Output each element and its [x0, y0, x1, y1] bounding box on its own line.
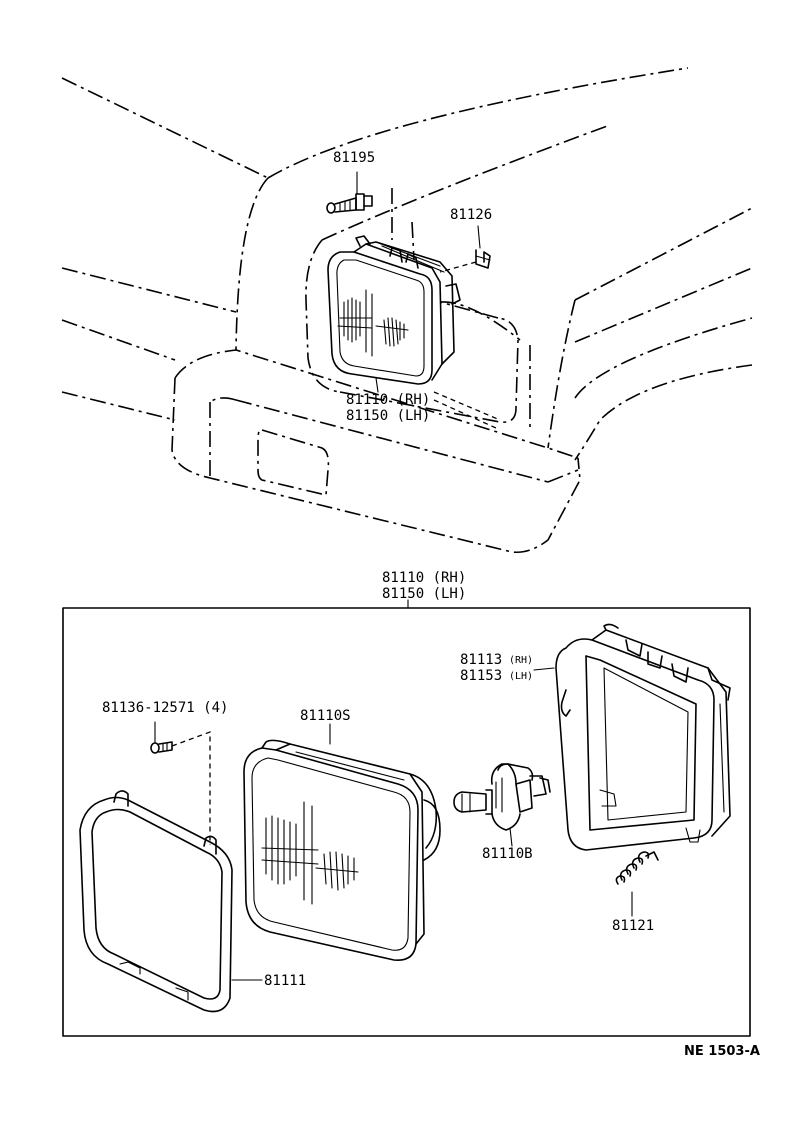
sealed-beam-81110s-part: [243, 723, 441, 961]
label-81110s: 81110S: [300, 708, 351, 724]
vehicle-body-outline: [61, 67, 753, 554]
label-81110b: 81110B: [482, 846, 533, 862]
clip-81126-part: [439, 225, 491, 273]
label-81110-rh-box: 81110 (RH): [382, 570, 466, 586]
label-81153-lh-tag: (LH): [509, 671, 533, 682]
label-81113-rh-tag: (RH): [509, 655, 533, 666]
spring-81121-part: [615, 851, 659, 917]
screw-81136-part: [150, 721, 211, 845]
label-81110-rh-upper: 81110 (RH): [346, 392, 430, 408]
installed-headlamp-assembly: [327, 235, 461, 385]
label-81113: 81113: [460, 652, 502, 668]
figure-code: NE 1503-A: [684, 1044, 760, 1059]
rim-81111-part: [79, 790, 263, 1013]
label-81136-12571: 81136-12571 (4): [102, 700, 228, 716]
exploded-view-frame: [62, 607, 751, 1037]
label-81195: 81195: [333, 150, 375, 166]
label-81121: 81121: [612, 918, 654, 934]
label-81111: 81111: [264, 973, 306, 989]
label-81153: 81153: [460, 668, 502, 684]
bolt-81195-part: [326, 171, 373, 214]
housing-81113-part: [533, 623, 731, 851]
bulb-81110b-part: [453, 763, 551, 847]
label-81126: 81126: [450, 207, 492, 223]
label-81150-lh-upper: 81150 (LH): [346, 408, 430, 424]
label-81150-lh-box: 81150 (LH): [382, 586, 466, 602]
